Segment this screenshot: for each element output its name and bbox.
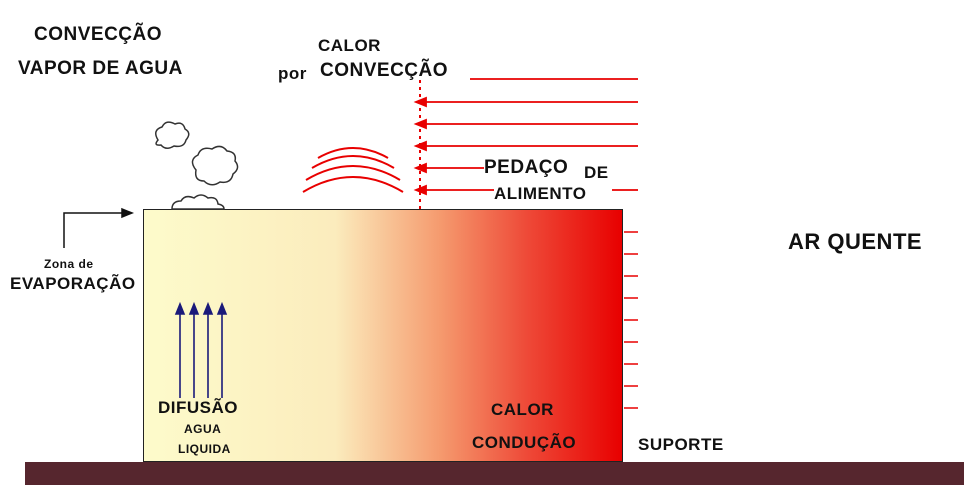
label-vapor-de-agua: VAPOR DE AGUA [18, 58, 183, 79]
support-surface [25, 462, 964, 485]
label-conducao: CONDUÇÃO [472, 433, 577, 452]
label-agua: AGUA [184, 422, 222, 436]
label-conveccao-2: CONVECÇÃO [320, 60, 449, 81]
label-suporte: SUPORTE [638, 435, 724, 454]
evaporation-arrow-icon [63, 207, 135, 248]
heat-arrow-icon [413, 78, 638, 196]
label-por: por [278, 64, 307, 83]
label-de: DE [584, 163, 609, 182]
food-piece-block [143, 209, 623, 462]
steam-cloud-icon [155, 121, 239, 210]
label-pedaco: PEDAÇO [484, 157, 569, 178]
heat-wave-icon [302, 147, 404, 193]
label-liquida: LIQUIDA [178, 442, 231, 456]
label-zona-de: Zona de [44, 257, 94, 271]
diffusion-arrow-icon [174, 301, 228, 398]
label-alimento: ALIMENTO [494, 184, 587, 203]
label-calor-bottom: CALOR [491, 400, 554, 419]
label-evaporacao: EVAPORAÇÃO [10, 274, 136, 293]
label-conveccao: CONVECÇÃO [34, 24, 163, 45]
heat-tick-marks [624, 231, 638, 409]
label-difusao: DIFUSÃO [158, 398, 238, 417]
label-ar-quente: AR QUENTE [788, 229, 923, 254]
label-calor-top: CALOR [318, 36, 381, 55]
